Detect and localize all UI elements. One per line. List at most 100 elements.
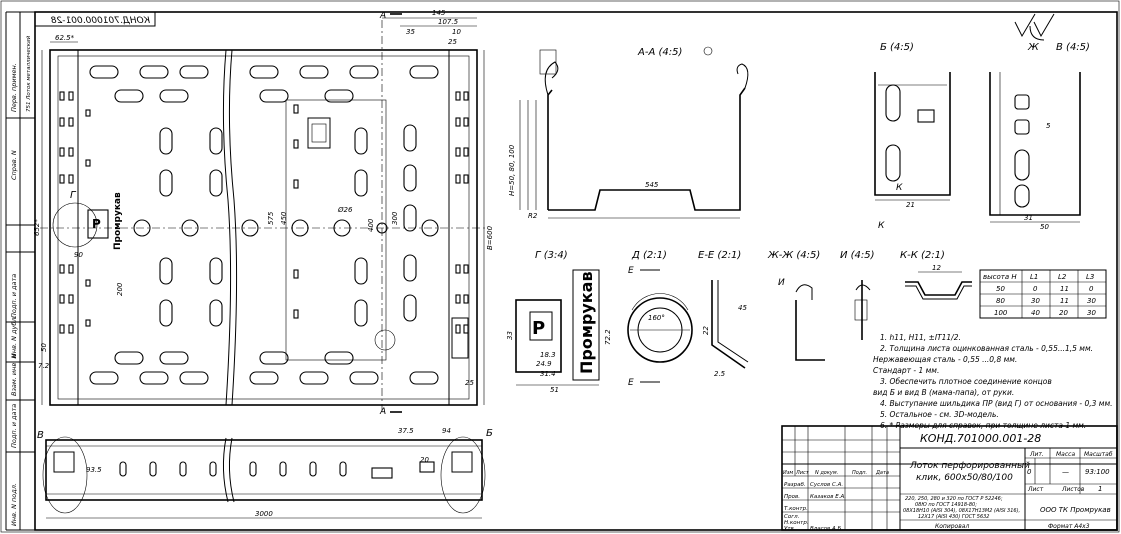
table-cell: 30 — [1087, 297, 1096, 305]
mass-label: Масса — [1056, 451, 1075, 458]
round-holes — [133, 219, 439, 237]
side-holes-left — [59, 91, 91, 334]
dim-3000: 3000 — [255, 510, 273, 518]
dim-375: 37.5 — [398, 427, 414, 435]
detail-circle-d — [374, 329, 396, 351]
note-line: 5. Остальное - см. 3D-модель. — [880, 410, 999, 419]
dim-12: 12 — [932, 264, 941, 272]
dim-25-plan: 25 — [465, 379, 474, 387]
technical-notes: 1. h11, H11, ±IT11/2. 2. Толщина листа о… — [873, 333, 1113, 430]
table-cell: 50 — [996, 285, 1005, 293]
role-doc: N докум. — [815, 470, 838, 476]
side-podp-data-1: Подп. и дата — [10, 274, 18, 318]
title-ee: Е-Е (2:1) — [698, 250, 741, 261]
scale-value: 93:100 — [1085, 468, 1110, 476]
label-e-top: Е — [628, 266, 634, 276]
dim-314: 31.4 — [540, 370, 556, 378]
note-line: Стандарт - 1 мм. — [873, 366, 939, 375]
note-line: 2. Толщина листа оцинкованная сталь - 0,… — [880, 344, 1093, 353]
dim-90: 90 — [74, 251, 83, 259]
material-4: 12Х17 (AISI 430) ГОСТ 5632 — [918, 514, 990, 520]
format: Формат А4х3 — [1048, 523, 1090, 530]
dim-20: 20 — [420, 456, 429, 464]
role-utv: Утв. — [784, 526, 796, 532]
table-cell: 40 — [1031, 309, 1040, 317]
title-b: Б (4:5) — [880, 42, 914, 53]
role-izm: Изм — [783, 470, 793, 476]
dim-625: 62.5* — [55, 34, 75, 42]
dim-35: 35 — [406, 28, 415, 36]
dim-phi26: Ø26 — [337, 206, 353, 214]
note-line: вид Б и вид В (мама-папа), от руки. — [873, 388, 1014, 397]
roughness-mark — [1014, 13, 1055, 41]
detail-d: Д (2:1) 160° Е Е — [627, 250, 693, 388]
note-line: 3. Обеспечить плотное соединение концов — [880, 377, 1052, 386]
dim-10: 10 — [452, 28, 461, 36]
name-razrab: Суслов С.А. — [810, 482, 843, 488]
role-tkontr: Т.контр. — [784, 506, 808, 512]
table-cell: 20 — [1059, 309, 1068, 317]
brand-plate-text: Промрукав — [113, 192, 123, 250]
role-razrab: Разраб. — [784, 482, 806, 488]
section-a-top: А — [379, 11, 386, 21]
table-cell: 30 — [1087, 309, 1096, 317]
side-sprav: Справ. N — [10, 150, 18, 180]
scale-label: Масштаб — [1084, 451, 1113, 458]
side-holes-right — [293, 91, 469, 334]
table-h-2: L2 — [1058, 273, 1067, 281]
plan-view: P Промрукав Г А А — [40, 11, 485, 417]
table-cell: 0 — [1033, 285, 1038, 293]
copied: Копировал — [935, 523, 969, 530]
detail-g-letter: P — [532, 318, 545, 339]
dim-33: 33 — [506, 331, 514, 340]
note-line: 4. Выступание шильдика ПР (вид Г) от осн… — [880, 399, 1113, 408]
title-aa: А-А (4:5) — [637, 47, 682, 58]
title-kk: К-К (2:1) — [900, 250, 945, 261]
view-v: Ж В (4:5) 31 50 5 — [989, 42, 1090, 231]
section-a-bottom: А — [379, 407, 386, 417]
label-k-2: К — [878, 221, 885, 231]
section-zhzh: Ж-Ж (4:5) И — [767, 250, 825, 361]
top-slot-row — [89, 65, 439, 103]
sheet-frame — [34, 11, 1118, 531]
dim-50: 50 — [40, 343, 48, 352]
title-g: Г (3:4) — [535, 250, 568, 261]
dim-249: 24.9 — [536, 360, 552, 368]
sheets-label: Листов — [1061, 486, 1085, 493]
side-inv-dubl: Инв. N дубл. — [10, 315, 18, 358]
title-block: КОНД.701000.001-28 Лоток перфорированный… — [781, 425, 1118, 532]
dim-300: 300 — [391, 211, 399, 225]
label-k: К — [896, 183, 903, 193]
brand-plate — [87, 209, 109, 239]
detail-g-brand: Промрукав — [577, 271, 596, 374]
role-sign: Подп. — [852, 470, 867, 476]
table-h-1: L1 — [1030, 273, 1038, 281]
dim-51: 51 — [550, 386, 559, 394]
dim-h: H=50, 80, 100 — [508, 144, 516, 196]
side-inv-podl: Инв. N подл. — [10, 483, 18, 526]
break-line-2 — [228, 49, 238, 406]
connector-detail — [451, 317, 469, 359]
lit-label: Лит. — [1029, 451, 1044, 458]
product-name-1: Лоток перфорированный — [909, 461, 1030, 471]
lit-value: 0 — [1027, 468, 1032, 476]
role-list: Лист — [795, 470, 810, 476]
label-b: Б — [486, 428, 493, 439]
title-v: В (4:5) — [1056, 42, 1090, 53]
designation: КОНД.701000.001-28 — [920, 432, 1041, 445]
dim-545: 545 — [645, 181, 659, 189]
table-cell: 11 — [1060, 297, 1069, 305]
dim-652: 652* — [33, 219, 41, 236]
role-nkontr: Н.контр. — [784, 520, 809, 526]
side-podp-data-2: Подп. и дата — [10, 404, 18, 448]
dim-200: 200 — [116, 282, 124, 296]
label-v: В — [37, 430, 44, 441]
dim-722: 72.2 — [604, 329, 612, 345]
height-table: высота Н L1 L2 L3 50 0 11 0 80 30 11 30 … — [979, 269, 1107, 319]
side-view-long: В Б 3000 37.5 94 93.5 20 — [37, 427, 493, 519]
side-vzam-inv: Взам. инв. N — [10, 354, 18, 396]
company: ООО ТК Промрукав — [1040, 506, 1111, 514]
sheet-label: Лист — [1027, 486, 1044, 493]
zh-arrow: Ж — [1027, 42, 1040, 53]
